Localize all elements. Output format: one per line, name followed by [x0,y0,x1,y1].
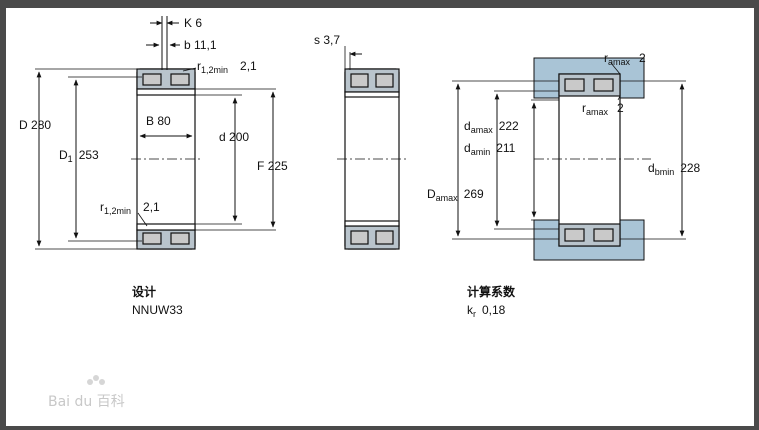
svg-text:Bai du 百科: Bai du 百科 [48,394,125,410]
design-heading: 设计 [132,284,156,299]
calc-heading: 计算系数 [467,284,516,299]
label-F: F 225 [257,159,288,173]
design-value: NNUW33 [132,303,183,317]
svg-text:D 280: D 280 [19,118,51,132]
middle-bearing-section [344,68,400,250]
design-block: 设计 NNUW33 [132,284,183,317]
svg-text:s 3,7: s 3,7 [314,33,340,47]
label-s: s 3,7 [314,33,340,47]
label-B: B 80 [146,114,171,128]
label-b: b 11,1 [184,38,217,52]
right-bearing-section [558,73,621,247]
svg-text:d 200: d 200 [219,130,249,144]
svg-text:F 225: F 225 [257,159,288,173]
label-d: d 200 [219,130,249,144]
svg-text:B 80: B 80 [146,114,171,128]
middle-view: s 3,7 [314,33,407,250]
baidu-watermark: Bai du 百科 [48,375,125,410]
left-bearing-section [136,68,196,250]
svg-text:b 11,1: b 11,1 [184,38,217,52]
label-K: K 6 [184,16,202,30]
label-D: D 280 [19,118,51,132]
svg-text:K 6: K 6 [184,16,202,30]
